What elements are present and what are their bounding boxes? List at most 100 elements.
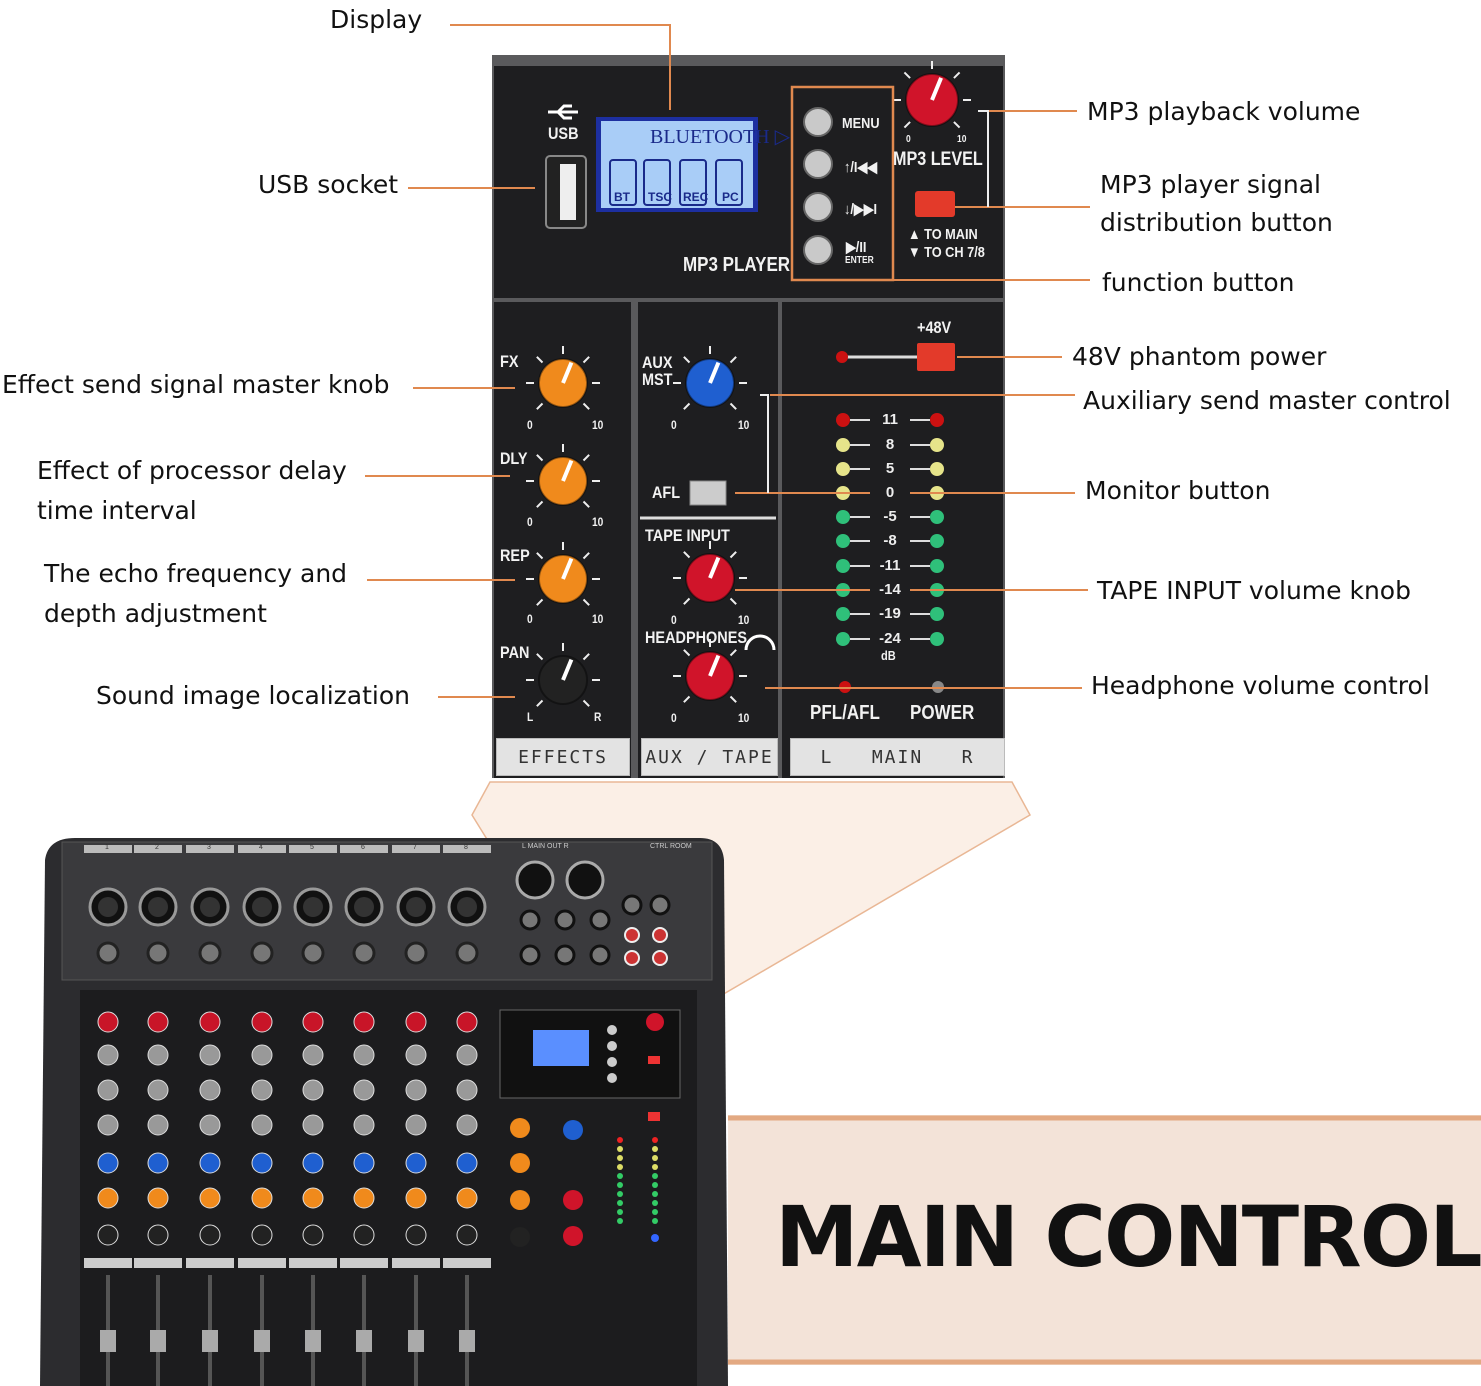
channel-knob[interactable] — [353, 1114, 375, 1136]
channel-fader[interactable] — [202, 1330, 218, 1352]
knob-tick — [683, 356, 691, 364]
channel-knob[interactable] — [147, 1114, 169, 1136]
channel-knob[interactable] — [199, 1187, 221, 1209]
afl-button[interactable] — [689, 480, 727, 506]
channel-knob[interactable] — [97, 1224, 119, 1246]
channel-knob[interactable] — [405, 1114, 427, 1136]
channel-knob[interactable] — [251, 1224, 273, 1246]
callout-monitor: Monitor button — [1085, 476, 1271, 505]
channel-knob[interactable] — [405, 1079, 427, 1101]
channel-knob[interactable] — [97, 1152, 119, 1174]
channel-knob[interactable] — [302, 1044, 324, 1066]
channel-knob[interactable] — [456, 1044, 478, 1066]
channel-knob[interactable] — [456, 1079, 478, 1101]
channel-knob[interactable] — [251, 1044, 273, 1066]
channel-knob[interactable] — [405, 1224, 427, 1246]
channel-knob[interactable] — [251, 1187, 273, 1209]
menu-button[interactable] — [803, 107, 833, 137]
meter-level-label: -24 — [870, 630, 910, 647]
meter-level-label: 11 — [870, 411, 910, 428]
knob-tick — [953, 71, 961, 79]
channel-knob[interactable] — [147, 1224, 169, 1246]
mini-meter-led — [652, 1191, 658, 1197]
channel-knob[interactable] — [302, 1187, 324, 1209]
channel-knob[interactable] — [199, 1152, 221, 1174]
channel-knob[interactable] — [405, 1044, 427, 1066]
channel-knob[interactable] — [97, 1187, 119, 1209]
channel-fader[interactable] — [305, 1330, 321, 1352]
channel-knob[interactable] — [353, 1079, 375, 1101]
callout-phantom: 48V phantom power — [1072, 342, 1327, 371]
channel-knob[interactable] — [353, 1011, 375, 1033]
knob-tick — [536, 552, 544, 560]
callout-display: Display — [330, 5, 423, 34]
channel-knob[interactable] — [353, 1187, 375, 1209]
knob-indicator — [930, 77, 943, 101]
channel-fader[interactable] — [254, 1330, 270, 1352]
channel-knob[interactable] — [251, 1114, 273, 1136]
channel-knob[interactable] — [405, 1187, 427, 1209]
channel-knob[interactable] — [456, 1114, 478, 1136]
pan-label: PAN — [500, 643, 530, 662]
lcd-title: BLUETOOTH ▷ — [650, 126, 790, 148]
channel-knob[interactable] — [456, 1224, 478, 1246]
meter-led-left — [836, 510, 850, 524]
channel-fader[interactable] — [100, 1330, 116, 1352]
channel-knob[interactable] — [199, 1079, 221, 1101]
channel-knob[interactable] — [199, 1011, 221, 1033]
channel-knob[interactable] — [147, 1187, 169, 1209]
channel-knob[interactable] — [199, 1114, 221, 1136]
phantom-button[interactable] — [917, 343, 955, 371]
channel-knob[interactable] — [302, 1079, 324, 1101]
knob-tick — [582, 699, 590, 707]
channel-knob[interactable] — [147, 1152, 169, 1174]
channel-knob[interactable] — [199, 1224, 221, 1246]
meter-level-label: 0 — [870, 484, 910, 501]
knob-tick — [536, 454, 544, 462]
mini-meter-led — [617, 1137, 623, 1143]
channel-knob[interactable] — [456, 1152, 478, 1174]
channel-fader[interactable] — [150, 1330, 166, 1352]
channel-knob[interactable] — [97, 1114, 119, 1136]
channel-label-strip — [84, 1258, 132, 1268]
channel-knob[interactable] — [302, 1011, 324, 1033]
mp3-bracket — [978, 110, 989, 207]
channel-knob[interactable] — [302, 1224, 324, 1246]
channel-knob[interactable] — [147, 1011, 169, 1033]
play-pause-button[interactable] — [803, 235, 833, 265]
fx-label: FX — [500, 352, 519, 371]
channel-knob[interactable] — [302, 1152, 324, 1174]
knob-indicator — [561, 557, 574, 580]
channel-knob[interactable] — [251, 1079, 273, 1101]
mini-meter-led — [617, 1182, 623, 1188]
channel-knob[interactable] — [405, 1011, 427, 1033]
channel-knob[interactable] — [97, 1011, 119, 1033]
channel-fader[interactable] — [459, 1330, 475, 1352]
channel-knob[interactable] — [456, 1011, 478, 1033]
channel-fader[interactable] — [356, 1330, 372, 1352]
channel-knob[interactable] — [456, 1187, 478, 1209]
channel-knob[interactable] — [353, 1152, 375, 1174]
channel-knob[interactable] — [147, 1079, 169, 1101]
knob-tick — [729, 356, 737, 364]
channel-knob[interactable] — [97, 1044, 119, 1066]
knob-tick — [683, 551, 691, 559]
section-aux-tape: AUX / TAPE — [641, 738, 778, 776]
mini-meter-led — [617, 1209, 623, 1215]
channel-knob[interactable] — [302, 1114, 324, 1136]
meter-led-right — [930, 438, 944, 452]
channel-knob[interactable] — [97, 1079, 119, 1101]
channel-knob[interactable] — [251, 1152, 273, 1174]
mp3-distribution-button[interactable] — [915, 191, 955, 217]
power-label: POWER — [910, 702, 975, 724]
channel-knob[interactable] — [147, 1044, 169, 1066]
prev-button[interactable] — [803, 149, 833, 179]
channel-knob[interactable] — [405, 1152, 427, 1174]
channel-fader[interactable] — [408, 1330, 424, 1352]
channel-knob[interactable] — [199, 1044, 221, 1066]
channel-knob[interactable] — [251, 1011, 273, 1033]
channel-knob[interactable] — [353, 1224, 375, 1246]
knob-indicator — [708, 361, 721, 384]
channel-knob[interactable] — [353, 1044, 375, 1066]
next-button[interactable] — [803, 192, 833, 222]
